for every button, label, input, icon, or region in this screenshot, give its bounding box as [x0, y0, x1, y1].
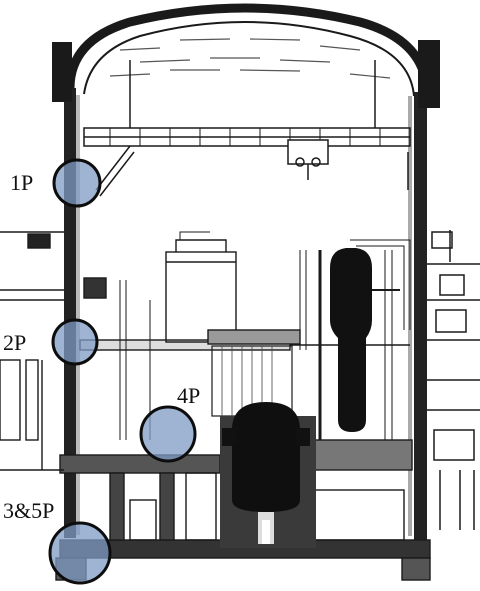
- label-2p: 2P: [3, 330, 27, 355]
- label-3-5p: 3&5P: [3, 498, 55, 523]
- measurement-markers: [48, 158, 197, 585]
- steam-generator: [318, 248, 400, 440]
- marker-3-5p: [48, 521, 112, 585]
- marker-2p: [51, 318, 99, 366]
- label-4p: 4P: [177, 383, 201, 408]
- left-annex: [0, 231, 107, 471]
- marker-4p: [139, 405, 197, 463]
- auxiliary-piping: [427, 230, 480, 530]
- marker-1p: [52, 158, 102, 208]
- reactor-vessel: [220, 402, 316, 548]
- polar-crane: [83, 60, 411, 197]
- label-1p: 1P: [10, 170, 34, 195]
